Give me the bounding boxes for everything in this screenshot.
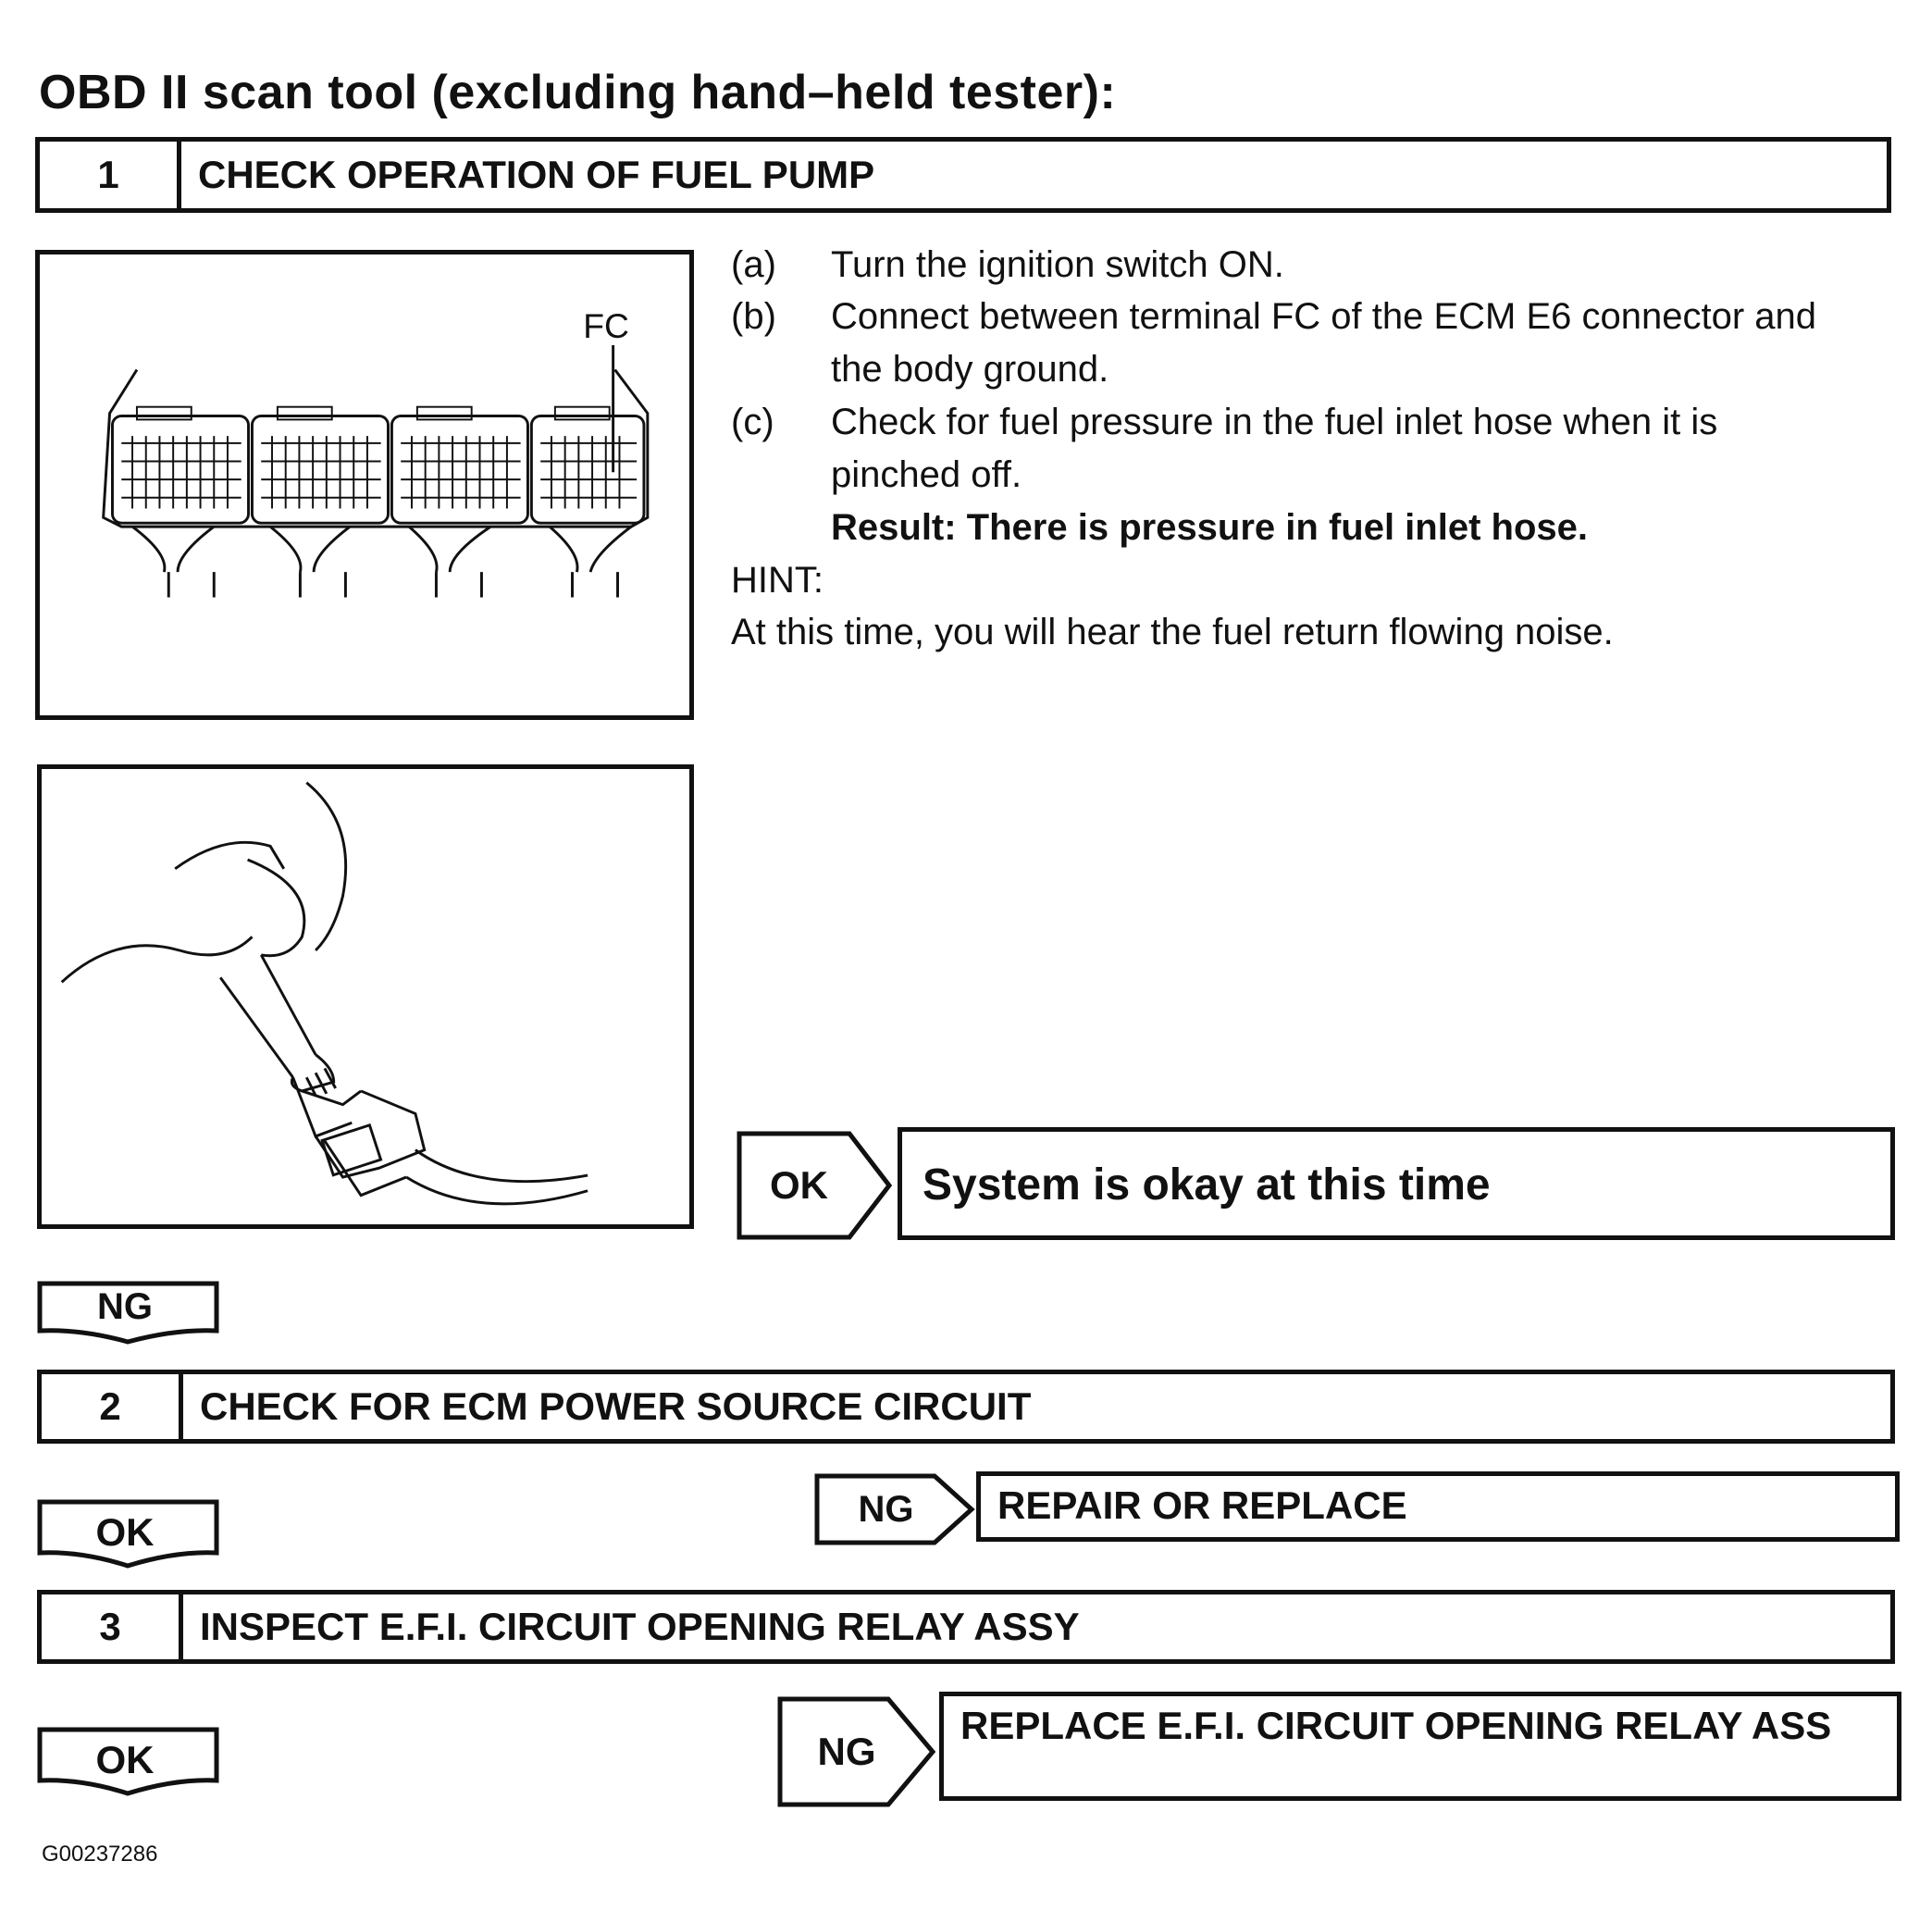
hint-text: At this time, you will hear the fuel ret… [731,612,1614,652]
instruction-a-text: Turn the ignition switch ON. [831,244,1284,285]
step-2-header: 2 CHECK FOR ECM POWER SOURCE CIRCUIT [37,1370,1895,1444]
ecm-connector-illustration: FC [102,306,650,598]
instruction-b-text-cont: the body ground. [831,349,1109,390]
step-2-number: 2 [42,1374,183,1439]
step-3-ok-down-arrow [37,1727,219,1796]
step-3-header: 3 INSPECT E.F.I. CIRCUIT OPENING RELAY A… [37,1590,1895,1664]
step-1-ok-result-text: System is okay at this time [923,1160,1491,1210]
result-text: Result: There is pressure in fuel inlet … [831,507,1588,548]
step-1-header: 1 CHECK OPERATION OF FUEL PUMP [35,137,1891,213]
step-2-title: CHECK FOR ECM POWER SOURCE CIRCUIT [200,1384,1032,1428]
step-3-ok-label: OK [95,1738,155,1781]
step-1-ok-arrow [737,1131,893,1240]
step-1-ng-label: NG [97,1285,153,1327]
instruction-c: (c) Check for fuel pressure in the fuel … [731,396,1888,502]
instruction-a-label: (a) [731,244,776,285]
instruction-list: (a) Turn the ignition switch ON. (b) Con… [731,239,1888,664]
step-1-title: CHECK OPERATION OF FUEL PUMP [198,153,875,196]
step-3-ng-label: NG [817,1730,876,1773]
step-2-ng-result-text: REPAIR OR REPLACE [997,1483,1407,1527]
step-2-ok-down-arrow [37,1499,219,1569]
fc-terminal-label: FC [583,306,629,345]
page-title: OBD II scan tool (excluding hand–held te… [39,66,1117,119]
step-3-ng-result-text: REPLACE E.F.I. CIRCUIT OPENING RELAY ASS [960,1704,1832,1747]
step-3-ng-result-box: REPLACE E.F.I. CIRCUIT OPENING RELAY ASS [939,1692,1901,1801]
instruction-b: (b) Connect between terminal FC of the E… [731,291,1888,396]
instruction-c-label: (c) [731,402,774,442]
step-1-ng-down-arrow [37,1281,219,1345]
fuel-hose-illustration [60,781,588,1206]
step-1-number: 1 [40,142,181,208]
instruction-c-text-cont: pinched off. [831,454,1022,495]
ecm-connector-figure: FC [35,250,694,720]
step-1-ok-label: OK [770,1163,828,1207]
instruction-b-text: Connect between terminal FC of the ECM E… [831,296,1816,337]
instruction-a: (a) Turn the ignition switch ON. [731,239,1888,292]
step-2-ng-label: NG [858,1488,914,1530]
instruction-b-label: (b) [731,296,776,337]
figure-code: G00237286 [42,1842,158,1867]
step-3-number: 3 [42,1594,183,1659]
step-3-ng-arrow [777,1696,936,1807]
step-1-ok-result-box: System is okay at this time [898,1127,1895,1240]
instruction-c-text: Check for fuel pressure in the fuel inle… [831,402,1718,442]
step-3-title: INSPECT E.F.I. CIRCUIT OPENING RELAY ASS… [200,1605,1080,1648]
fuel-hose-pinch-figure [37,764,694,1229]
hint-label: HINT: [731,560,824,601]
step-2-ok-label: OK [95,1510,155,1554]
step-2-ng-result-box: REPAIR OR REPLACE [976,1471,1900,1542]
step-2-ng-arrow [814,1473,975,1545]
